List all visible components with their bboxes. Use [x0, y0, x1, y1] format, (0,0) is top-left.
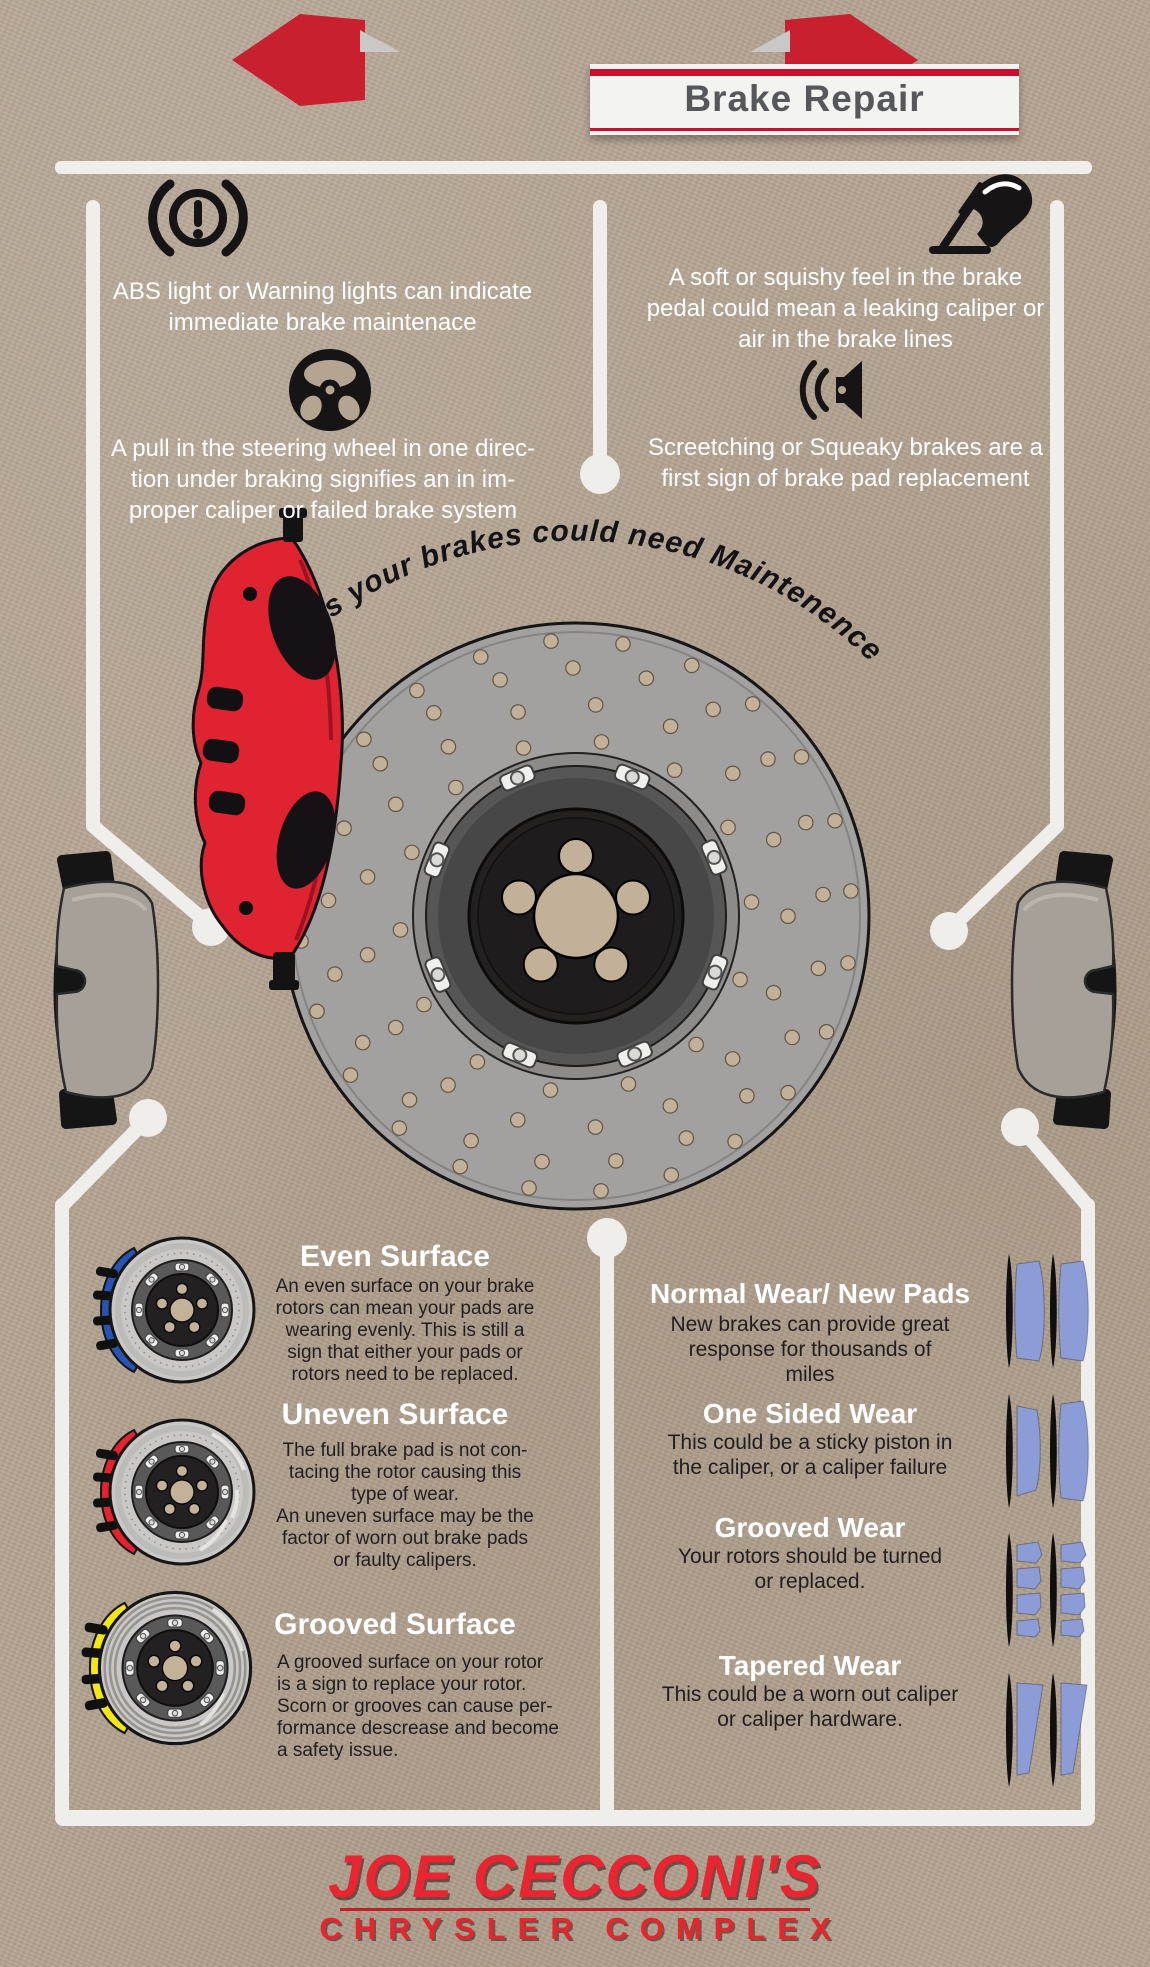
ribbon-arrow-left	[232, 14, 365, 106]
dealer-logo-subtitle: CHRYSLER COMPLEX	[319, 1911, 843, 1946]
sign-text-squeaky: Screetching or Squeaky brakes are a firs…	[648, 434, 1043, 492]
wear-body-grooved: Your rotors should be turned or replaced…	[677, 1545, 943, 1593]
wear-diagram-tapered	[1006, 1673, 1088, 1787]
abs-warning-light-icon	[148, 179, 248, 257]
wear-body-tapered: This could be a worn out caliper or cali…	[661, 1683, 959, 1731]
rotor-bolts	[423, 763, 729, 1069]
wear-diagram-grooved	[1006, 1533, 1087, 1647]
groove-rings	[103, 1596, 247, 1740]
surface-body-uneven: The full brake pad is not con- tacing th…	[276, 1440, 534, 1571]
sign-text-pedal: A soft or squishy feel in the brake peda…	[646, 264, 1045, 353]
brake-pad-left	[53, 851, 160, 1129]
surface-title-grooved: Grooved Surface	[274, 1608, 516, 1641]
rotor-lug-holes	[501, 838, 651, 983]
speaker-sound-icon	[799, 360, 862, 420]
page-title: Brake Repair	[684, 78, 925, 119]
wear-title-grooved: Grooved Wear	[714, 1512, 906, 1543]
connector-lines	[55, 161, 1095, 1826]
dealer-logo-rule	[340, 1908, 810, 1911]
rotor-drilled-holes	[293, 633, 859, 1199]
brake-pedal-icon	[929, 174, 1033, 254]
header-ribbon: Brake Repair	[230, 12, 1019, 135]
surface-title-even: Even Surface	[299, 1240, 491, 1273]
header-banner: Brake Repair	[590, 64, 1019, 135]
surface-body-grooved: A grooved surface on your rotor is a sig…	[277, 1652, 559, 1761]
wear-title-normal: Normal Wear/ New Pads	[649, 1278, 971, 1309]
top-divider-line	[55, 161, 1092, 174]
ribbon-fold-right	[750, 30, 790, 52]
bottom-divider-line	[55, 1810, 1095, 1826]
brake-pad-right	[1010, 851, 1117, 1129]
wear-body-one-sided: This could be a sticky piston in the cal…	[667, 1431, 953, 1479]
steering-wheel-icon	[289, 349, 371, 431]
rotor-center-bore	[532, 872, 620, 960]
surface-title-uneven: Uneven Surface	[281, 1398, 509, 1431]
banner-red-underline	[590, 128, 1019, 131]
sign-text-abs: ABS light or Warning lights can indicate…	[112, 278, 533, 336]
brake-caliper-illustration	[191, 508, 344, 990]
ribbon-fold-left	[360, 30, 400, 52]
mini-rotor-even	[92, 1236, 256, 1384]
dealer-logo-name: JOE CECCONI'S	[328, 1843, 822, 1910]
uneven-scratches	[198, 1432, 246, 1552]
mini-rotor-uneven	[92, 1418, 256, 1566]
wear-body-normal: New brakes can provide great response fo…	[670, 1313, 950, 1386]
wear-title-tapered: Tapered Wear	[718, 1650, 902, 1681]
banner-red-stripe	[590, 69, 1019, 76]
brake-rotor-illustration	[281, 621, 871, 1211]
wear-diagram-normal	[1006, 1254, 1089, 1368]
surface-body-even: An even surface on your brake rotors can…	[275, 1276, 535, 1385]
wear-title-one-sided: One Sided Wear	[702, 1398, 918, 1429]
wear-diagram-one-sided	[1006, 1394, 1089, 1508]
sign-text-steering: A pull in the steering wheel in one dire…	[110, 435, 536, 524]
mini-rotor-grooved	[81, 1590, 253, 1746]
